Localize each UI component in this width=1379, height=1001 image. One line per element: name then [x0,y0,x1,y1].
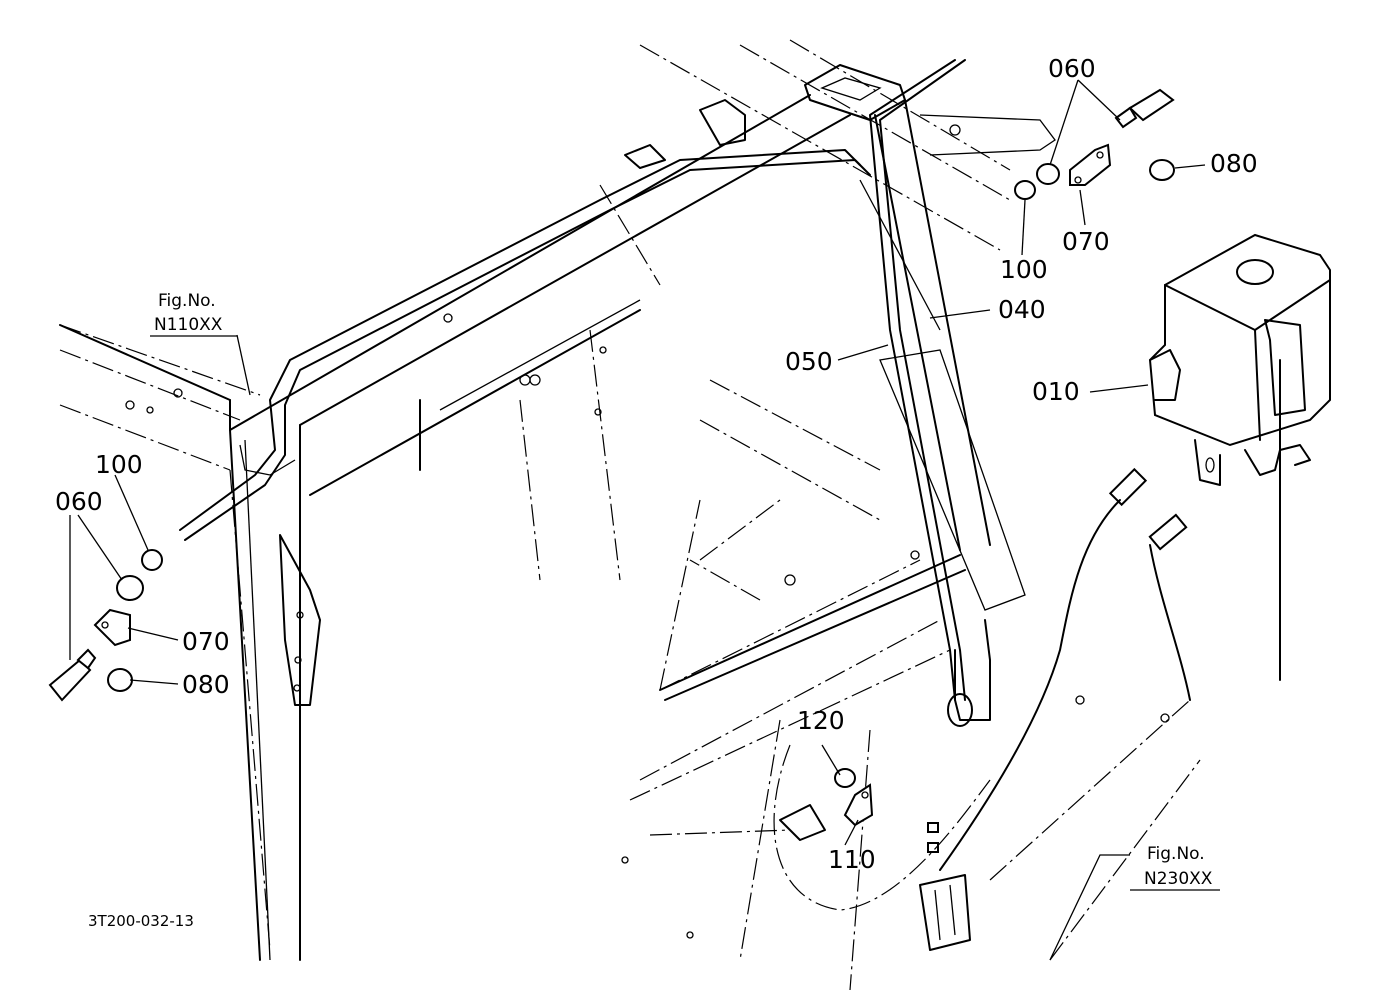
fig-ref-n110xx: Fig.No. N110XX [150,291,237,337]
callout-leaders [69,79,1206,961]
fig-ref-code: N110XX [154,315,223,335]
label-100-left: 100 [95,450,143,479]
fig-ref-n230xx: Fig.No. N230XX [1130,844,1220,891]
label-010: 010 [1032,377,1080,406]
fig-ref-code: N230XX [1144,869,1213,889]
label-050: 050 [785,347,833,376]
hardware-lower [773,744,991,951]
label-110: 110 [828,845,876,874]
washer-tank [1148,233,1331,681]
label-070-top: 070 [1062,227,1110,256]
hardware-left [48,549,163,702]
label-060-top: 060 [1048,54,1096,83]
label-100-top: 100 [1000,255,1048,284]
label-080-top: 080 [1210,149,1258,178]
diagram-code: 3T200-032-13 [88,912,194,930]
fig-ref-label: Fig.No. [1147,844,1205,864]
label-040: 040 [998,295,1046,324]
washer-hose-assembly [179,59,1191,871]
label-080-left: 080 [182,670,230,699]
label-060-left: 060 [55,487,103,516]
label-120: 120 [797,706,845,735]
fig-ref-label: Fig.No. [158,291,216,311]
callout-labels: 060 080 070 100 040 050 010 100 060 070 … [55,54,1258,874]
label-070-left: 070 [182,627,230,656]
hardware-top [919,88,1175,200]
